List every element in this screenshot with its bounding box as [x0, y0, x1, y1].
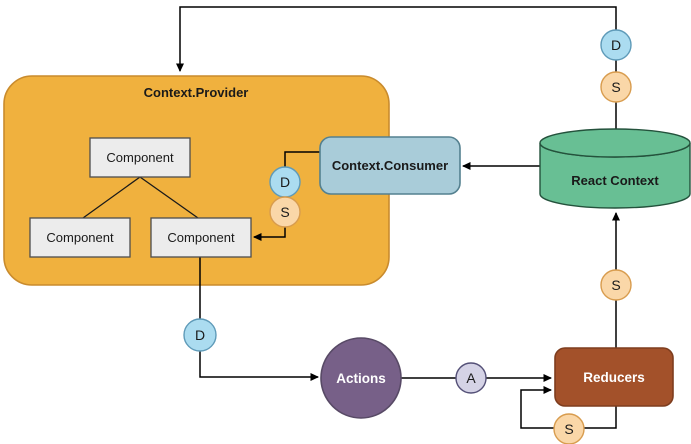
reducers-label: Reducers: [583, 370, 645, 385]
dispatch-component-letter: D: [195, 327, 205, 343]
state-badge-consumer: [269, 196, 301, 228]
tree-line-left: [82, 176, 141, 219]
actions-circle: [320, 337, 402, 419]
react-context-label: React Context: [571, 173, 659, 188]
state-reducers-letter: S: [564, 421, 573, 437]
context-consumer-label: Context.Consumer: [332, 158, 448, 173]
connector-component-to-actions: [199, 256, 319, 381]
connector-reducers-feedback-loop: [520, 386, 617, 429]
state-store-letter: S: [611, 277, 620, 293]
dispatch-top-letter: D: [611, 37, 621, 53]
component-box-left: [29, 217, 131, 258]
dispatch-badge-top: [600, 29, 632, 61]
state-badge-top: [600, 71, 632, 103]
connector-store-to-provider: [176, 6, 617, 129]
react-context-cylinder-top: [539, 128, 691, 158]
state-badge-reducers: [553, 413, 585, 444]
actions-label: Actions: [336, 371, 386, 386]
component-left-label: Component: [46, 230, 114, 245]
component-box-right: [150, 217, 252, 258]
component-box-root: [89, 137, 191, 178]
action-letter: A: [466, 370, 476, 386]
component-root-label: Component: [106, 150, 174, 165]
action-badge: [455, 362, 487, 394]
state-top-letter: S: [611, 79, 620, 95]
context-provider-label: Context.Provider: [144, 85, 249, 100]
dispatch-badge-component: [183, 318, 217, 352]
context-consumer-box: [319, 136, 461, 195]
dispatch-consumer-letter: D: [280, 174, 290, 190]
state-consumer-letter: S: [280, 204, 289, 220]
state-badge-store: [600, 269, 632, 301]
tree-line-right: [139, 176, 199, 219]
reducers-box: [554, 347, 674, 407]
component-right-label: Component: [167, 230, 235, 245]
